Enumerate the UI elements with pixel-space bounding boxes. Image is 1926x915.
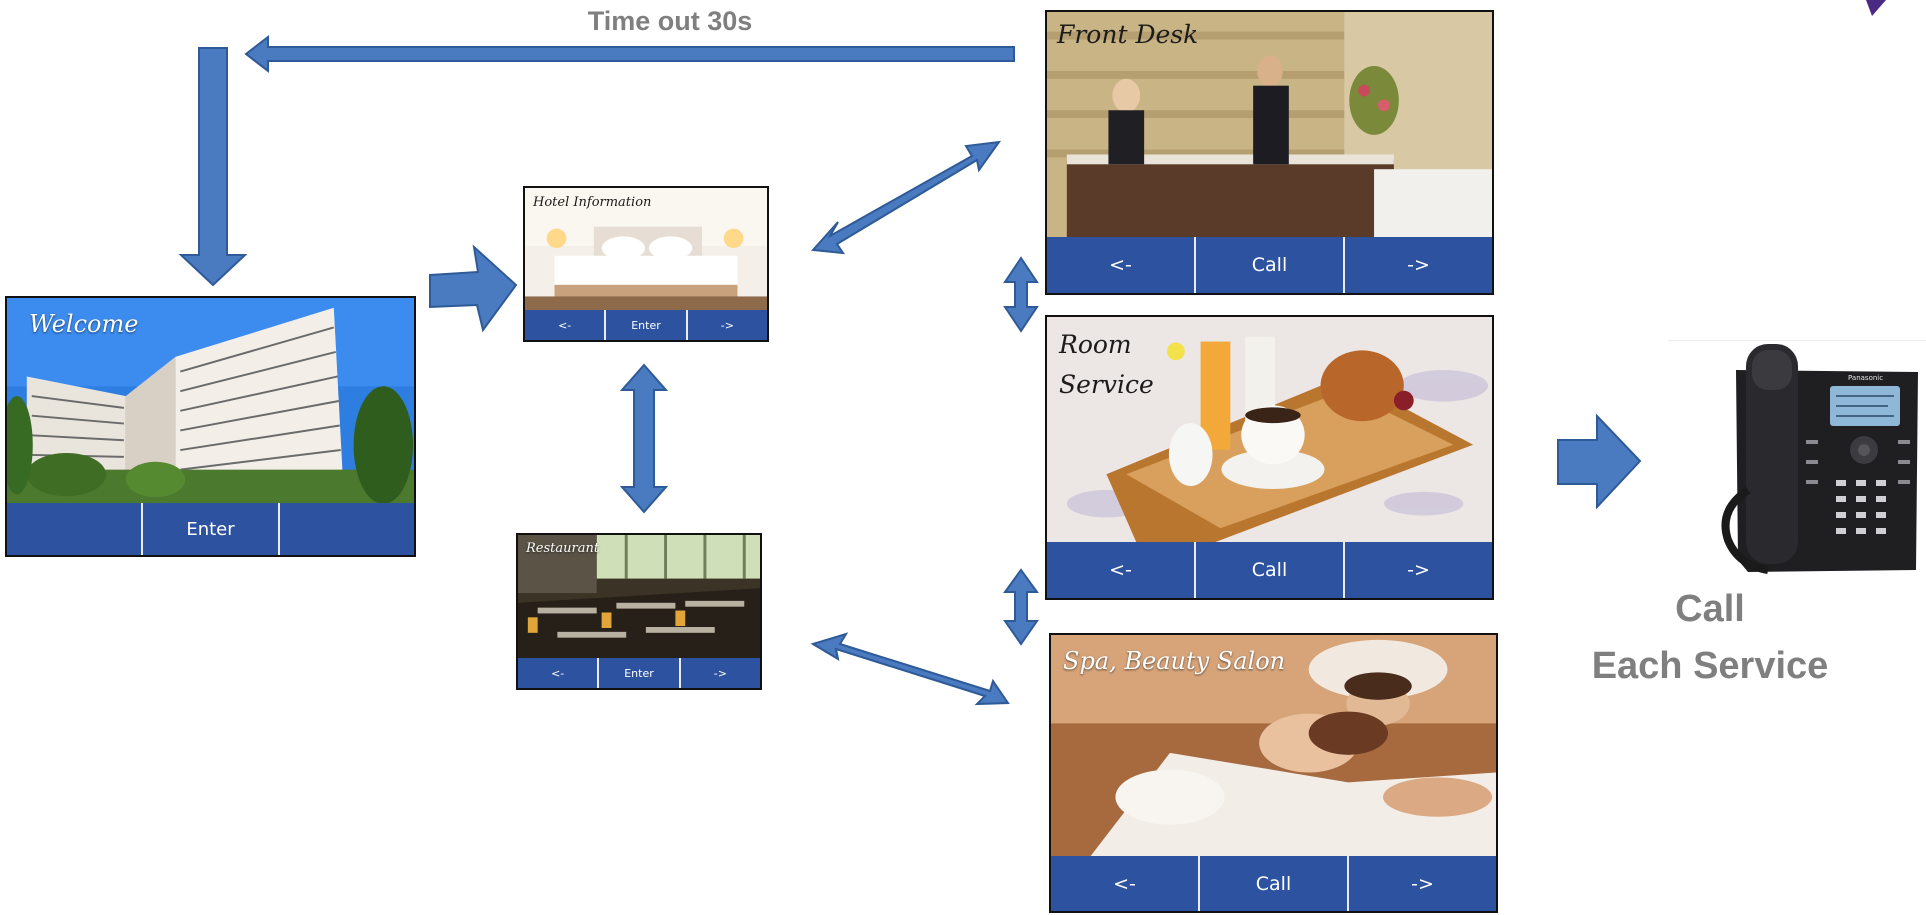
front-desk-call-button[interactable]: Call (1196, 237, 1345, 293)
timeout-label: Time out 30s (587, 6, 753, 36)
spa-prev-button[interactable]: <- (1051, 856, 1200, 911)
restaurant-photo (518, 535, 760, 658)
call-label-line1: Call (1675, 588, 1745, 630)
welcome-right-button[interactable] (280, 503, 414, 555)
front-desk-prev-button[interactable]: <- (1047, 237, 1196, 293)
room-service-screen: Room Service <- Call -> (1045, 315, 1494, 600)
hotel-info-button-bar: <- Enter -> (525, 310, 767, 340)
restaurant-next-button[interactable]: -> (713, 666, 727, 680)
restaurant-button-bar: <- Enter -> (518, 658, 760, 688)
spa-title: Spa, Beauty Salon (1063, 647, 1286, 675)
hotel-frontdesk-arrow (810, 140, 1002, 255)
front-desk-title: Front Desk (1057, 20, 1199, 49)
welcome-screen: Welcome Enter (5, 296, 416, 557)
room-service-button-bar: <- Call -> (1047, 542, 1492, 598)
front-desk-photo (1047, 12, 1492, 237)
hotel-info-photo (525, 188, 767, 310)
room-service-prev-button[interactable]: <- (1047, 542, 1196, 598)
welcome-enter-button[interactable]: Enter (143, 503, 280, 555)
corner-logo-mark (1866, 0, 1886, 16)
welcome-left-button[interactable] (7, 503, 144, 555)
timeout-arrow (244, 34, 1015, 74)
front-desk-next-button[interactable]: -> (1407, 254, 1430, 276)
front-desk-button-bar: <- Call -> (1047, 237, 1492, 293)
spa-button-bar: <- Call -> (1051, 856, 1496, 911)
hotel-info-screen: Hotel Information <- Enter -> (523, 186, 769, 342)
room-service-next-button[interactable]: -> (1407, 559, 1430, 581)
hotel-info-next-button[interactable]: -> (720, 318, 734, 332)
hotel-info-enter-button[interactable]: Enter (606, 310, 688, 340)
spa-call-button[interactable]: Call (1200, 856, 1349, 911)
restaurant-spa-arrow (810, 632, 1010, 706)
frontdesk-roomservice-arrow (1003, 256, 1039, 333)
spa-photo (1051, 635, 1496, 856)
hotel-info-title: Hotel Information (533, 195, 652, 210)
room-service-photo (1047, 317, 1492, 542)
front-desk-screen: Front Desk <- Call -> (1045, 10, 1494, 295)
call-label-line2: Each Service (1591, 645, 1829, 687)
restaurant-enter-button[interactable]: Enter (599, 658, 681, 688)
hotel-info-prev-button[interactable]: <- (525, 310, 607, 340)
desk-phone: Panasonic (1668, 330, 1926, 580)
room-service-title: Room Service (1059, 330, 1154, 399)
roomservice-spa-arrow (1003, 568, 1039, 646)
welcome-to-hotel-arrow (429, 244, 518, 333)
room-service-call-button[interactable]: Call (1196, 542, 1345, 598)
welcome-button-bar: Enter (7, 503, 414, 555)
to-phone-arrow (1557, 413, 1642, 510)
hotel-restaurant-arrow (619, 363, 669, 514)
spa-screen: Spa, Beauty Salon <- Call -> (1049, 633, 1498, 913)
spa-next-button[interactable]: -> (1411, 872, 1434, 895)
down-arrow-to-welcome (178, 47, 248, 287)
restaurant-prev-button[interactable]: <- (518, 658, 600, 688)
welcome-photo (7, 298, 414, 503)
welcome-title: Welcome (29, 310, 139, 338)
phone-brand-logo: Panasonic (1848, 374, 1883, 382)
restaurant-title: Restaurant (526, 541, 600, 556)
restaurant-screen: Restaurant <- Enter -> (516, 533, 762, 690)
